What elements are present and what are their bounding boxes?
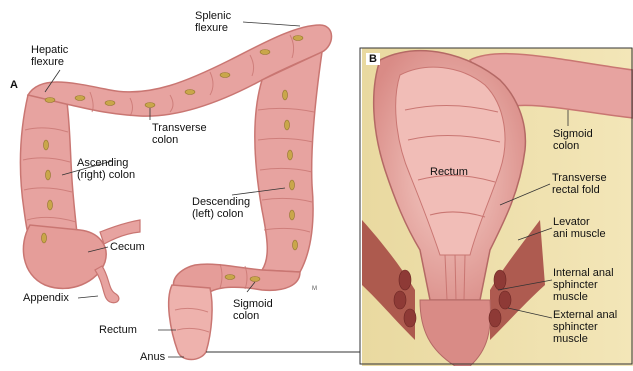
colon-figure: M (21, 25, 332, 360)
label-levator-ani: Levator ani muscle (553, 216, 606, 240)
label-external-sphincter: External anal sphincter muscle (553, 309, 617, 345)
descending-colon (255, 52, 322, 272)
label-sigmoid-colon-a: Sigmoid colon (233, 298, 273, 322)
panel-label-a: A (10, 79, 18, 91)
label-rectum-a: Rectum (99, 324, 137, 336)
label-appendix: Appendix (23, 292, 69, 304)
rectum (169, 285, 212, 360)
appendix (95, 266, 119, 303)
label-transverse-colon: Transverse colon (152, 122, 207, 146)
label-descending-colon: Descending (left) colon (192, 196, 250, 220)
label-ascending-colon: Ascending (right) colon (77, 157, 135, 181)
label-hepatic-flexure: Hepatic flexure (31, 44, 68, 68)
label-internal-sphincter: Internal anal sphincter muscle (553, 267, 614, 303)
label-anus: Anus (140, 351, 165, 363)
label-sigmoid-colon-b: Sigmoid colon (553, 128, 593, 152)
label-cecum: Cecum (110, 241, 145, 253)
panel-label-b: B (366, 53, 380, 65)
label-splenic-flexure: Splenic flexure (195, 10, 231, 34)
label-transverse-rectal-fold: Transverse rectal fold (552, 172, 607, 196)
cecum (23, 225, 106, 288)
label-rectum-b: Rectum (430, 166, 468, 178)
artist-mark: M (312, 286, 317, 292)
